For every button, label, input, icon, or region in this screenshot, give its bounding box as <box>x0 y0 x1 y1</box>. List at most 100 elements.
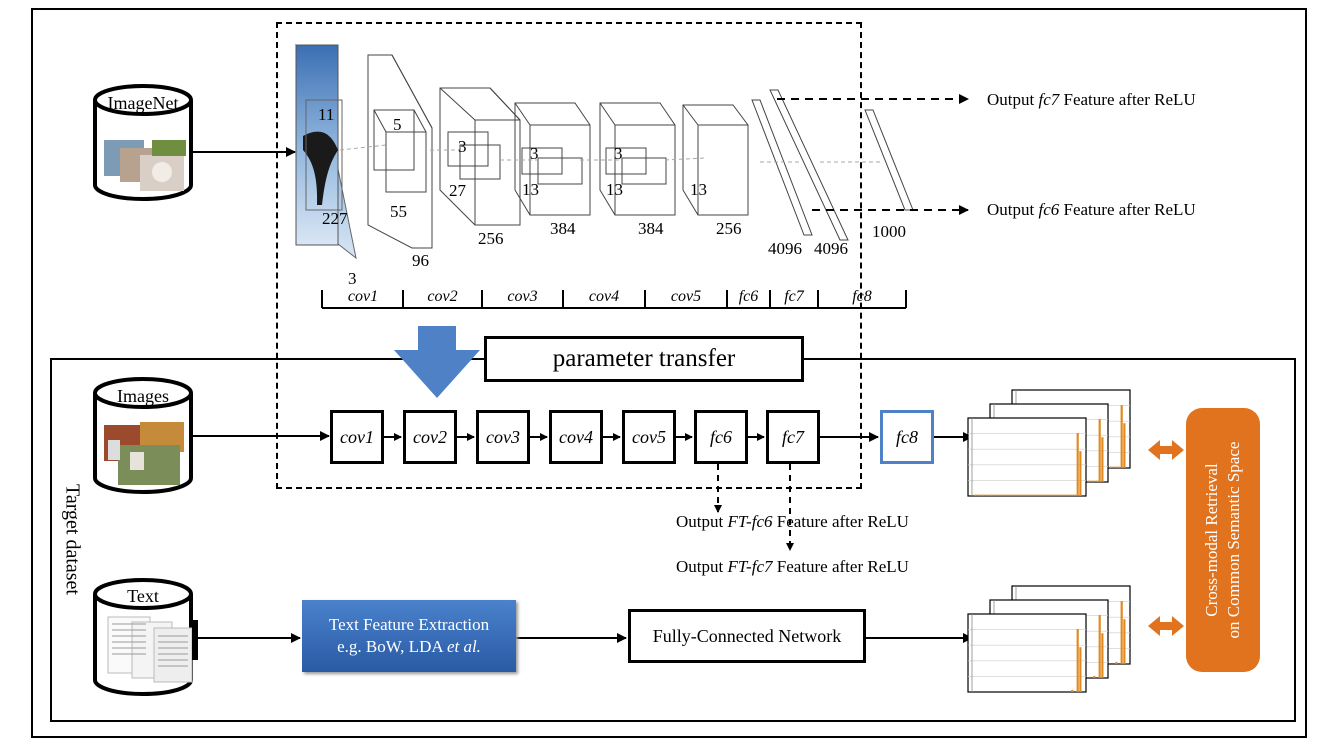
imagenet-database <box>93 84 193 201</box>
bracket-label-cov5: cov5 <box>670 288 702 305</box>
imagenet-label: ImageNet <box>107 93 179 113</box>
output-fc7-name: fc7 <box>1038 90 1060 109</box>
input-dim-227: 227 <box>322 209 348 228</box>
text-label: Text <box>127 586 159 606</box>
histogram-bar <box>995 494 998 496</box>
histogram-bar <box>979 494 982 496</box>
histogram-bar <box>1115 661 1118 664</box>
histogram-bar <box>1079 451 1082 496</box>
output-fc7-label: Output fc7 Feature after ReLU <box>987 90 1196 110</box>
cross-modal-retrieval-text: Cross-modal Retrieval on Common Semantic… <box>1197 408 1249 672</box>
cov4-dim-384: 384 <box>638 219 664 238</box>
histogram-bar <box>1041 494 1044 496</box>
histogram-bar <box>1120 601 1123 664</box>
cov5-dim-13: 13 <box>690 180 707 199</box>
histogram-bar <box>1093 675 1096 678</box>
cov4-dim-13: 13 <box>606 180 623 199</box>
cov5-dim-256: 256 <box>716 219 742 238</box>
cov2-volume <box>439 87 521 226</box>
text-feature-line2-prefix: e.g. BoW, LDA <box>337 637 447 656</box>
layer-bracket <box>321 290 907 309</box>
histogram-bar <box>1060 494 1063 496</box>
pipeline-fc8: fc8 <box>880 410 934 464</box>
output-fc6-suffix: Feature after ReLU <box>1059 200 1196 219</box>
cov5-volume <box>682 104 749 216</box>
fc7-slab <box>769 89 849 241</box>
fully-connected-network-box: Fully-Connected Network <box>628 609 866 663</box>
histogram-bar <box>974 494 977 496</box>
histogram-bar <box>1065 494 1068 496</box>
histogram-bar <box>1095 480 1099 482</box>
histogram-bar <box>1011 494 1014 496</box>
histogram-bar <box>1115 466 1118 468</box>
images-label: Images <box>117 386 169 406</box>
text-feature-line1: Text Feature Extraction <box>328 615 490 634</box>
histogram-bar <box>992 494 996 496</box>
output-ft-fc7-suffix: Feature after ReLU <box>772 557 909 576</box>
pipeline-fc6: fc6 <box>694 410 748 464</box>
images-thumb-3 <box>118 445 180 485</box>
outer-frame <box>31 8 1307 738</box>
output-ft-fc7-label: Output FT-fc7 Feature after ReLU <box>676 557 909 577</box>
histogram-bar <box>1068 494 1071 496</box>
fc6-size: 4096 <box>768 239 802 258</box>
histogram-bar <box>1063 494 1066 496</box>
histogram-bar <box>1101 633 1104 678</box>
output-fc6-name: fc6 <box>1038 200 1060 219</box>
output-ft-fc7-name: FT-fc7 <box>727 557 773 576</box>
output-ft-fc7-prefix: Output <box>676 557 728 576</box>
histogram-bar <box>1098 419 1101 482</box>
transfer-arrow <box>394 326 480 398</box>
histogram-bar <box>998 494 1001 496</box>
pipeline-arrows <box>191 431 973 442</box>
cov4-volume <box>599 102 676 216</box>
histogram-bar <box>1057 494 1060 496</box>
histogram-bar <box>1055 494 1058 496</box>
histogram-bar <box>1120 405 1123 468</box>
output-fc7-suffix: Feature after ReLU <box>1059 90 1196 109</box>
histogram-bar <box>990 494 993 496</box>
images-database <box>93 377 193 494</box>
histogram-bar <box>1076 433 1079 496</box>
histogram-bar <box>982 494 985 496</box>
bracket-label-fc6: fc6 <box>738 288 759 305</box>
text-feature-line2: e.g. BoW, LDA et al. <box>337 636 481 658</box>
double-arrow-top <box>1148 440 1184 460</box>
input-dim-3: 3 <box>348 269 357 288</box>
histogram-card <box>967 417 1087 497</box>
bracket-label-cov1: cov1 <box>347 288 379 305</box>
image-histogram-stack <box>967 389 1131 497</box>
histogram-bar <box>987 494 990 496</box>
cross-modal-retrieval-box <box>1186 408 1260 672</box>
histogram-bar <box>1038 494 1041 496</box>
histogram-bar <box>1009 494 1012 496</box>
histogram-bar <box>976 494 979 496</box>
parameter-transfer-box: parameter transfer <box>484 336 804 382</box>
histogram-bar <box>1025 494 1028 496</box>
pipeline-cov1: cov1 <box>330 410 384 464</box>
input-image-volume <box>295 43 357 260</box>
histogram-bar <box>1117 466 1121 468</box>
pipeline-cov5: cov5 <box>622 410 676 464</box>
histogram-bar <box>1036 494 1039 496</box>
fc8-slab <box>864 109 914 211</box>
text-histogram-stack <box>967 585 1131 693</box>
output-ft-fc6-suffix: Feature after ReLU <box>772 512 909 531</box>
histogram-bar <box>1098 615 1101 678</box>
histogram-bar <box>1109 466 1112 468</box>
histogram-card <box>967 613 1087 693</box>
cov3-dim-13: 13 <box>522 180 539 199</box>
target-dataset-label: Target dataset <box>61 484 84 595</box>
histogram-bar <box>1028 494 1031 496</box>
output-fc7-prefix: Output <box>987 90 1039 109</box>
cnn-connections <box>339 144 880 163</box>
histogram-bar <box>1071 689 1074 692</box>
output-fc6-prefix: Output <box>987 200 1039 219</box>
histogram-bar <box>1022 494 1025 496</box>
histogram-bar <box>1123 423 1126 468</box>
pipeline-cov3: cov3 <box>476 410 530 464</box>
text-feature-extraction-box: Text Feature Extraction e.g. BoW, LDA et… <box>302 600 516 672</box>
histogram-bar <box>1093 480 1096 482</box>
cov2-dim-256: 256 <box>478 229 504 248</box>
